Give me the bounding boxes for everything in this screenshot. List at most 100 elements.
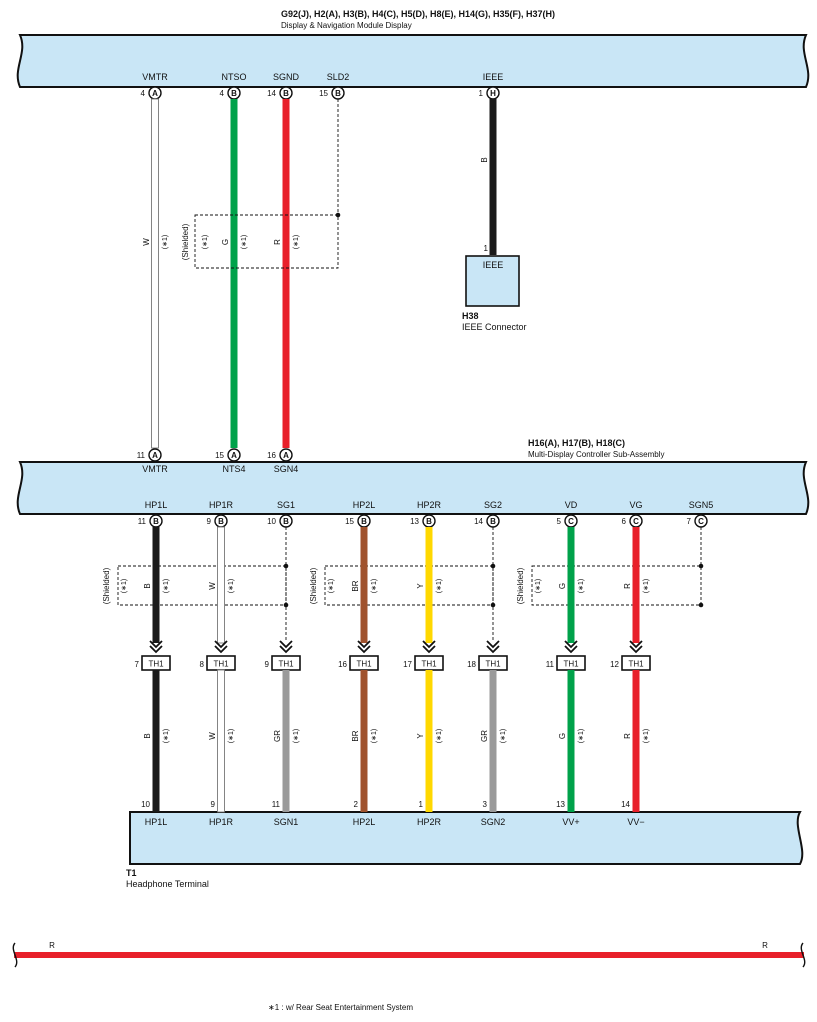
connector-pin-ieee-letter: H (490, 89, 496, 98)
wire-note-lower-sg2: (∗1) (500, 729, 507, 743)
junction-arrow-hp2r (422, 645, 436, 654)
ieee-connector-name: IEEE Connector (462, 322, 527, 332)
wire-lower-vg (632, 670, 640, 812)
ctrl-connector-pin-vmtr-letter: A (152, 451, 158, 460)
display-module-name: Display & Navigation Module Display (281, 21, 412, 30)
junction-arrow-vg (629, 645, 643, 654)
ieee-terminal-label: IEEE (483, 260, 504, 270)
wire-upper-hp1l (152, 527, 160, 643)
ctrl-connector-pin-sg2-letter: B (490, 517, 496, 526)
terminal-label-sld2: SLD2 (327, 72, 350, 82)
headphone-terminal-name: Headphone Terminal (126, 879, 209, 889)
wire-note-hp2l: (∗1) (371, 579, 378, 593)
junction-arrow-vd (564, 640, 578, 649)
ctrl-pin-number-hp1l: 11 (138, 517, 147, 526)
ctrl-terminal-label-hp2l: HP2L (353, 500, 376, 510)
ctrl-terminal-label-sgn4: SGN4 (274, 464, 299, 474)
ctrl-terminal-label-vd: VD (565, 500, 578, 510)
ctrl-terminal-label-hp1l: HP1L (145, 500, 168, 510)
pin-number-vmtr: 4 (141, 89, 146, 98)
wire-lower-hp2l (360, 670, 368, 812)
ctrl-connector-pin-nts4-circle (227, 448, 241, 462)
wire-note-lower-hp2r: (∗1) (436, 729, 443, 743)
ctrl-connector-pin-hp1r-letter: B (218, 517, 224, 526)
lower-shield-label-2: (Shielded) (309, 567, 318, 604)
ctrl-connector-pin-vg-letter: C (633, 517, 639, 526)
junction-label-vd: TH1 (563, 660, 579, 669)
wire-note-lower-hp2l: (∗1) (371, 729, 378, 743)
connector-pin-sld2-letter: B (335, 89, 341, 98)
junction-arrow-sg2 (486, 645, 500, 654)
ctrl-pin-number-vg: 6 (622, 517, 627, 526)
ieee-connector-box (465, 255, 520, 307)
controller-name: Multi-Display Controller Sub-Assembly (528, 450, 664, 459)
junction-pin-vd: 11 (546, 660, 555, 669)
ctrl-terminal-label-hp2r: HP2R (417, 500, 442, 510)
wire-lower-hp1r (217, 669, 225, 813)
wire-note-lower-vg: (∗1) (643, 729, 650, 743)
junction-arrow-hp2l (357, 645, 371, 654)
junction-pin-hp1l: 7 (135, 660, 140, 669)
wire-note-lower-hp1l: (∗1) (163, 729, 170, 743)
headphone-terminal-label-vd: VV+ (562, 817, 579, 827)
ctrl-connector-pin-hp2r-letter: B (426, 517, 432, 526)
lower-shield-dot-3 (698, 563, 704, 569)
headphone-pin-hp1l: 10 (141, 800, 150, 809)
ieee-pin-number: 1 (484, 244, 489, 253)
junction-pin-hp2r: 17 (403, 660, 412, 669)
headphone-terminal-label-hp2r: HP2R (417, 817, 442, 827)
junction-label-sg1: TH1 (278, 660, 294, 669)
display-module-box (16, 34, 810, 88)
shield-splice-dot (335, 212, 341, 218)
headphone-pin-hp2l: 2 (354, 800, 359, 809)
wire-note-lower-sg1: (∗1) (293, 729, 300, 743)
junction-arrow-hp2l (357, 640, 371, 649)
lower-shield-box-1 (117, 565, 287, 606)
headphone-terminal-label-sg2: SGN2 (481, 817, 506, 827)
ctrl-terminal-label-vg: VG (629, 500, 642, 510)
junction-label-sg2: TH1 (485, 660, 501, 669)
junction-arrow-vd (564, 645, 578, 654)
terminal-label-ntso: NTSO (221, 72, 246, 82)
wire-color-lower-hp2r: Y (416, 733, 425, 739)
wire-color-lower-hp1l: B (143, 733, 152, 738)
headphone-terminal-label-hp1l: HP1L (145, 817, 168, 827)
headphone-pin-hp2r: 1 (419, 800, 424, 809)
wire-lower-sg2 (489, 670, 497, 812)
wire-note-lower-hp1r: (∗1) (228, 729, 235, 743)
bottom-bus-wire (14, 952, 804, 958)
wire-upper-vd (567, 527, 575, 643)
ctrl-terminal-label-vmtr: VMTR (142, 464, 168, 474)
lower-shield-dot-1 (283, 563, 289, 569)
junction-label-hp1r: TH1 (213, 660, 229, 669)
ctrl-pin-number-hp2r: 13 (410, 517, 419, 526)
junction-arrow-hp1l (149, 640, 163, 649)
wire-color-lower-vd: G (558, 733, 567, 739)
wire-color-hp2l: BR (351, 580, 360, 591)
headphone-pin-sg1: 11 (272, 800, 281, 809)
wire-lower-sg1 (282, 670, 290, 812)
lower-shield-note-1: (∗1) (121, 579, 128, 593)
headphone-terminal-code: T1 (126, 868, 137, 878)
wire-color-lower-sg2: GR (480, 730, 489, 742)
wire-color-vd: G (558, 583, 567, 589)
junction-label-hp2l: TH1 (356, 660, 372, 669)
wire-upper-vg (632, 527, 640, 643)
wire-upper-hp1r (217, 526, 225, 644)
wire-note-ntso: (∗1) (241, 235, 248, 249)
pin-number-sgnd: 14 (267, 89, 276, 98)
ctrl-connector-pin-vmtr-circle (148, 448, 162, 462)
ctrl-pin-number-vmtr: 11 (137, 451, 146, 460)
headphone-terminal-label-hp1r: HP1R (209, 817, 234, 827)
ctrl-terminal-label-sg1: SG1 (277, 500, 295, 510)
lower-shield-label-3: (Shielded) (516, 567, 525, 604)
ctrl-terminal-label-sg2: SG2 (484, 500, 502, 510)
lower-shield-dot-2 (490, 563, 496, 569)
pin-number-sld2: 15 (319, 89, 328, 98)
connector-pin-sgnd-letter: B (283, 89, 289, 98)
junction-arrow-hp1r (214, 640, 228, 649)
wire-sgnd (282, 99, 290, 448)
wire-note-hp1r: (∗1) (228, 579, 235, 593)
upper-shield-label: (Shielded) (181, 223, 190, 260)
